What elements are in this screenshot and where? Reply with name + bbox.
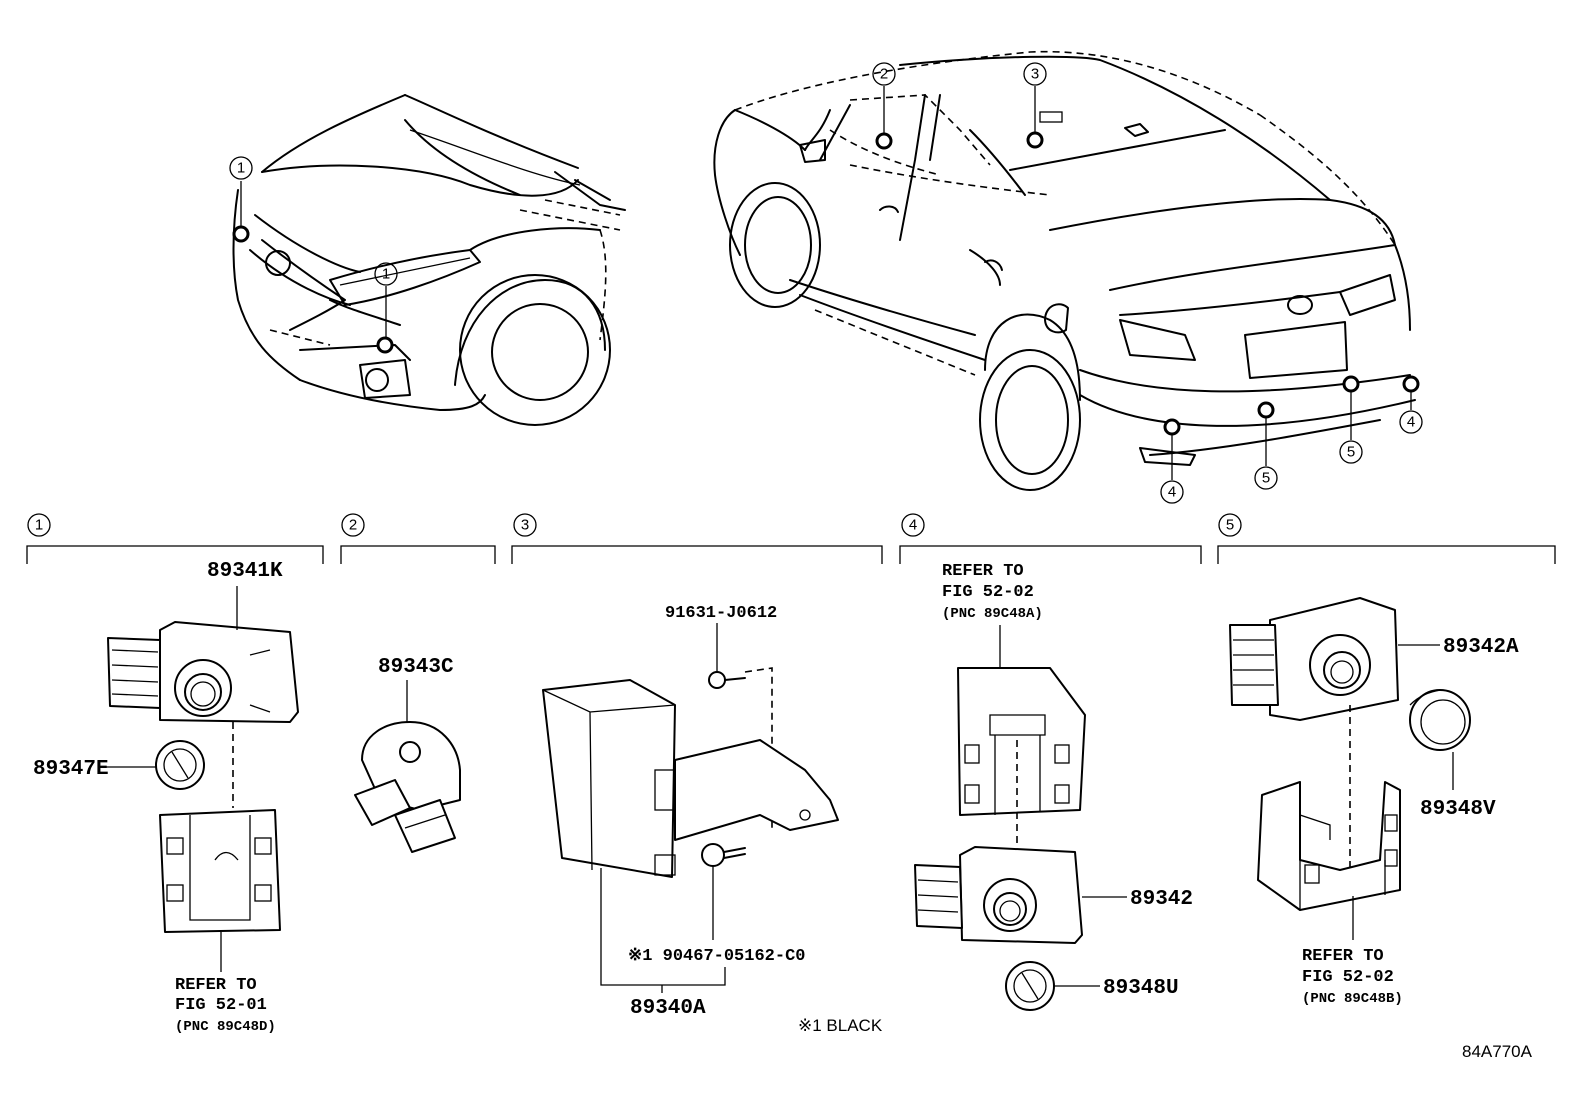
front-car-illustration	[232, 94, 626, 426]
section-header-2: 2	[340, 513, 496, 564]
bolt-90467-05162-C0	[701, 843, 746, 867]
label-90467-05162-C0: ※1 90467-05162-C0	[628, 947, 805, 966]
location-marker-5b: 5	[1254, 418, 1278, 490]
label-89348U: 89348U	[1103, 977, 1179, 1000]
svg-text:4: 4	[909, 517, 917, 534]
rear-car-illustration	[713, 50, 1420, 491]
svg-text:5: 5	[1347, 444, 1355, 461]
svg-text:1: 1	[237, 160, 245, 177]
ecu-89340A	[542, 679, 839, 878]
svg-text:4: 4	[1168, 484, 1176, 501]
label-89342: 89342	[1130, 888, 1193, 911]
section-header-1: 1	[26, 513, 324, 564]
svg-text:5: 5	[1262, 470, 1270, 487]
label-89347E: 89347E	[33, 758, 109, 781]
bolt-91631-J0612	[708, 671, 746, 689]
sensor-89342A	[1229, 597, 1399, 721]
location-marker-5a: 5	[1339, 392, 1363, 464]
label-89341K: 89341K	[207, 560, 283, 583]
svg-text:1: 1	[35, 517, 43, 534]
ref-4-line1: REFER TO	[942, 562, 1024, 581]
sensor-retainer-89348U	[1005, 961, 1055, 1011]
location-marker-4a: 4	[1399, 392, 1423, 434]
label-89342A: 89342A	[1443, 636, 1519, 659]
svg-text:3: 3	[1031, 66, 1039, 83]
bracket-section-5	[1257, 781, 1401, 911]
ref-1-line3: (PNC 89C48D)	[175, 1019, 276, 1035]
label-91631-J0612: 91631-J0612	[665, 604, 777, 623]
black-note: ※1 BLACK	[798, 1016, 883, 1035]
svg-text:3: 3	[521, 517, 529, 534]
svg-text:4: 4	[1407, 414, 1415, 431]
section-header-4: 4	[899, 513, 1202, 564]
bracket-section-4	[957, 667, 1086, 816]
section-header-5: 5	[1217, 513, 1556, 564]
svg-text:2: 2	[880, 66, 888, 83]
leader-89340A	[600, 868, 726, 986]
sensor-89341K	[107, 621, 299, 723]
ref-5-line2: FIG 52-02	[1302, 968, 1394, 987]
location-marker-2: 2	[872, 62, 896, 133]
ref-4-line2: FIG 52-02	[942, 583, 1034, 602]
ref-5-line3: (PNC 89C48B)	[1302, 991, 1403, 1007]
sensor-89342	[914, 846, 1083, 944]
diagram-code: 84A770A	[1462, 1042, 1533, 1061]
svg-text:1: 1	[382, 266, 390, 283]
ref-1-line1: REFER TO	[175, 976, 257, 995]
location-marker-4b: 4	[1160, 435, 1184, 504]
section-header-3: 3	[511, 513, 883, 564]
svg-text:5: 5	[1226, 517, 1234, 534]
sensor-retainer-89347E	[155, 740, 205, 790]
location-marker-3: 3	[1023, 62, 1047, 132]
ref-5-line1: REFER TO	[1302, 947, 1384, 966]
label-89348V: 89348V	[1420, 798, 1496, 821]
ref-4-line3: (PNC 89C48A)	[942, 606, 1043, 622]
location-marker-1b: 1	[374, 262, 398, 337]
sensor-89343C	[354, 721, 461, 853]
label-89343C: 89343C	[378, 656, 454, 679]
label-89340A: 89340A	[630, 997, 706, 1020]
bracket-section-1	[159, 809, 281, 933]
location-marker-1a: 1	[229, 156, 253, 226]
ref-1-line2: FIG 52-01	[175, 996, 267, 1015]
sensor-retainer-89348V	[1409, 689, 1471, 751]
svg-text:2: 2	[349, 517, 357, 534]
